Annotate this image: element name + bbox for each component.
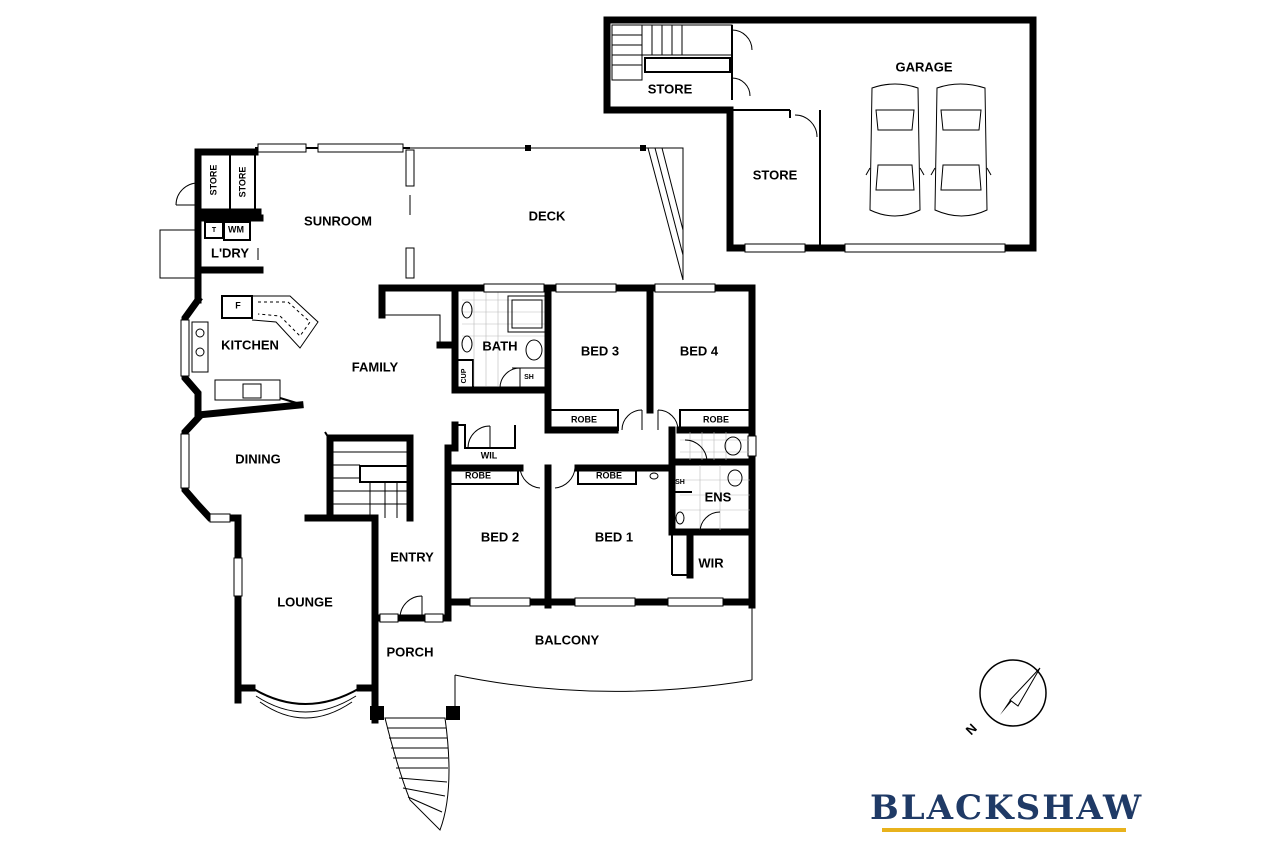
dining-label: DINING: [235, 451, 281, 466]
bed1-label: BED 1: [595, 529, 633, 544]
room-labels: GARAGE STORE STORE STORE STORE SUNROOM D…: [208, 59, 952, 659]
ensuite-shower-label: SH: [675, 479, 685, 486]
entry-label: ENTRY: [390, 549, 434, 564]
laundry-label: L'DRY: [211, 245, 249, 260]
north-label: N: [963, 721, 980, 738]
bath-shower-label: SH: [524, 374, 534, 381]
family-label: FAMILY: [352, 359, 399, 374]
external-stair: [384, 717, 450, 831]
ensuite-label: ENS: [705, 489, 732, 504]
porch-label: PORCH: [387, 644, 434, 659]
store-left-a-label: STORE: [208, 165, 218, 196]
garage-label: GARAGE: [895, 59, 952, 74]
main-house-walls: [159, 143, 757, 831]
washing-machine-label: WM: [228, 224, 244, 234]
car-icon: [865, 83, 925, 217]
store-garage-label: STORE: [753, 167, 798, 182]
deck-label: DECK: [529, 208, 566, 223]
north-arrow-icon: N: [963, 659, 1047, 738]
robe-bed3-label: ROBE: [571, 414, 597, 424]
garage-block: [603, 16, 1037, 253]
store-top-label: STORE: [648, 81, 693, 96]
toilet-label: T: [212, 227, 217, 234]
walk-in-robe-label: WIR: [698, 555, 724, 570]
robe-bed4-label: ROBE: [703, 414, 729, 424]
bed4-label: BED 4: [680, 343, 719, 358]
car-icon: [930, 83, 992, 217]
sunroom-label: SUNROOM: [304, 213, 372, 228]
walk-in-linen-label: WIL: [481, 450, 498, 460]
robe-bed1-label: ROBE: [596, 470, 622, 480]
brand-underline: [882, 828, 1126, 832]
balcony-label: BALCONY: [535, 632, 600, 647]
brand-logo: BLACKSHAW: [870, 788, 1144, 828]
lounge-label: LOUNGE: [277, 594, 333, 609]
bath-label: BATH: [482, 338, 517, 353]
bed2-label: BED 2: [481, 529, 519, 544]
robe-bed2-label: ROBE: [465, 470, 491, 480]
bed3-label: BED 3: [581, 343, 619, 358]
kitchen-label: KITCHEN: [221, 337, 279, 352]
cupboard-label: CUP: [461, 368, 468, 383]
fridge-label: F: [235, 300, 241, 310]
store-left-b-label: STORE: [237, 167, 247, 198]
